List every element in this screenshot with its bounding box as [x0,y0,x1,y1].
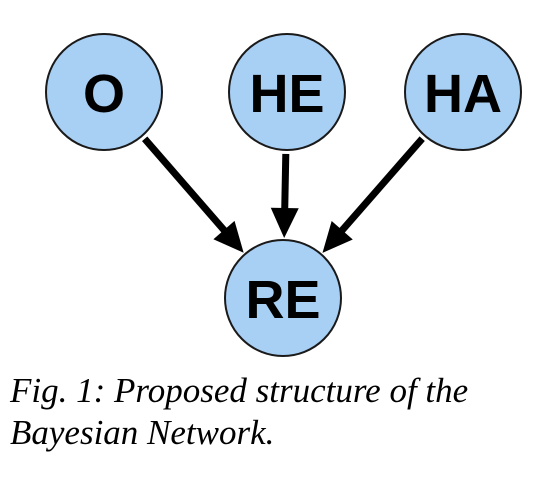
node-label: HE [249,64,324,124]
arrowhead [213,220,244,253]
node-circle [45,33,163,151]
edge-line [142,136,228,234]
edge-he-to-re [270,153,299,239]
node-o: O [45,33,163,151]
node-circle [224,239,342,357]
node-circle [404,33,522,151]
node-he: HE [228,33,346,151]
arrowhead [270,207,299,239]
node-label: RE [245,270,320,330]
bayesian-network-diagram: O HE HA RE [45,33,522,357]
figure-caption: Fig. 1: Proposed structure of the Bayesi… [10,370,540,454]
node-label: O [83,64,125,124]
arrowhead [322,221,353,253]
node-circle [228,33,346,151]
node-label: HA [424,64,502,124]
edges-layer [142,136,425,253]
caption-line-1: Fig. 1: Proposed structure of the [10,371,469,410]
edge-line [338,136,425,235]
edge-o-to-re [142,136,244,253]
caption-line-2: Bayesian Network. [10,413,275,452]
node-re: RE [224,239,342,357]
edge-line [281,153,290,211]
edge-ha-to-re [322,136,425,253]
nodes-layer: O HE HA RE [45,33,522,357]
node-ha: HA [404,33,522,151]
